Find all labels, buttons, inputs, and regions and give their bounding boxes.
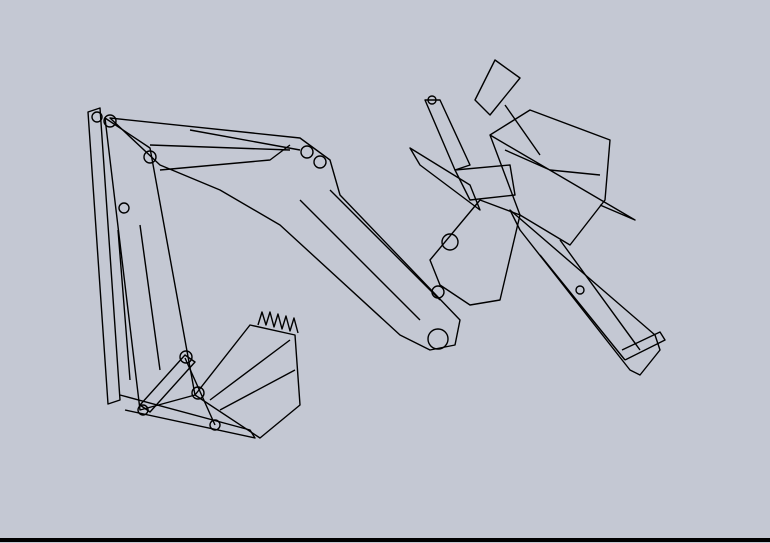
viewport-bottom-border <box>0 538 770 542</box>
bucket <box>194 311 301 439</box>
swing-frame <box>409 99 521 306</box>
pivot-pins <box>91 95 585 431</box>
seat-platform <box>474 59 636 246</box>
bucket-linkage <box>139 354 216 426</box>
boom <box>109 117 461 351</box>
dipper-arm <box>87 107 256 439</box>
stabilizer-leg <box>509 209 666 376</box>
